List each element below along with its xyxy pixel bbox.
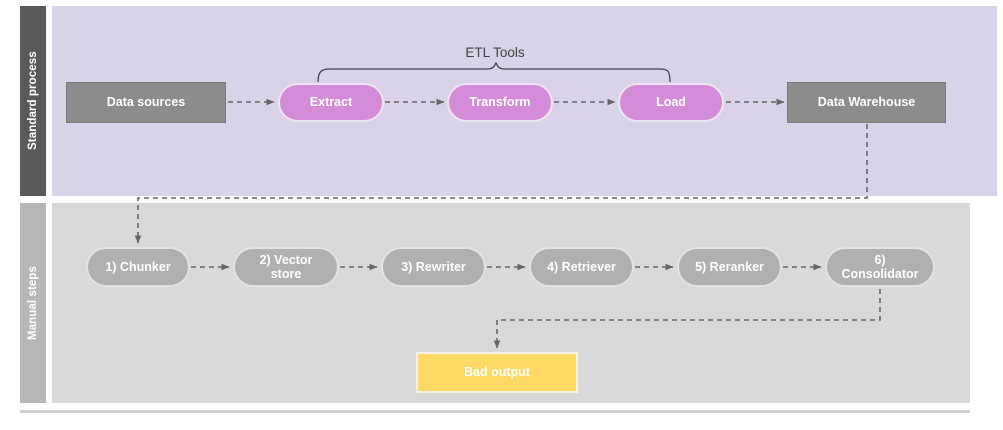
node-rewriter[interactable]: 3) Rewriter xyxy=(381,247,486,287)
node-data-sources[interactable]: Data sources xyxy=(66,82,226,123)
node-chunker[interactable]: 1) Chunker xyxy=(86,247,190,287)
node-extract[interactable]: Extract xyxy=(278,83,384,122)
node-load[interactable]: Load xyxy=(618,83,724,122)
swimlane-label-standard-process: Standard process xyxy=(20,6,46,196)
node-vector-store[interactable]: 2) Vector store xyxy=(233,247,339,287)
node-data-warehouse[interactable]: Data Warehouse xyxy=(787,82,946,123)
node-bad-output[interactable]: Bad output xyxy=(416,352,578,393)
node-consolidator[interactable]: 6) Consolidator xyxy=(825,247,935,287)
swimlane-label-manual-steps: Manual steps xyxy=(20,203,46,403)
node-reranker[interactable]: 5) Reranker xyxy=(677,247,782,287)
bottom-divider xyxy=(20,410,970,413)
node-retriever[interactable]: 4) Retriever xyxy=(529,247,634,287)
etl-tools-label: ETL Tools xyxy=(465,45,525,60)
node-transform[interactable]: Transform xyxy=(447,83,553,122)
